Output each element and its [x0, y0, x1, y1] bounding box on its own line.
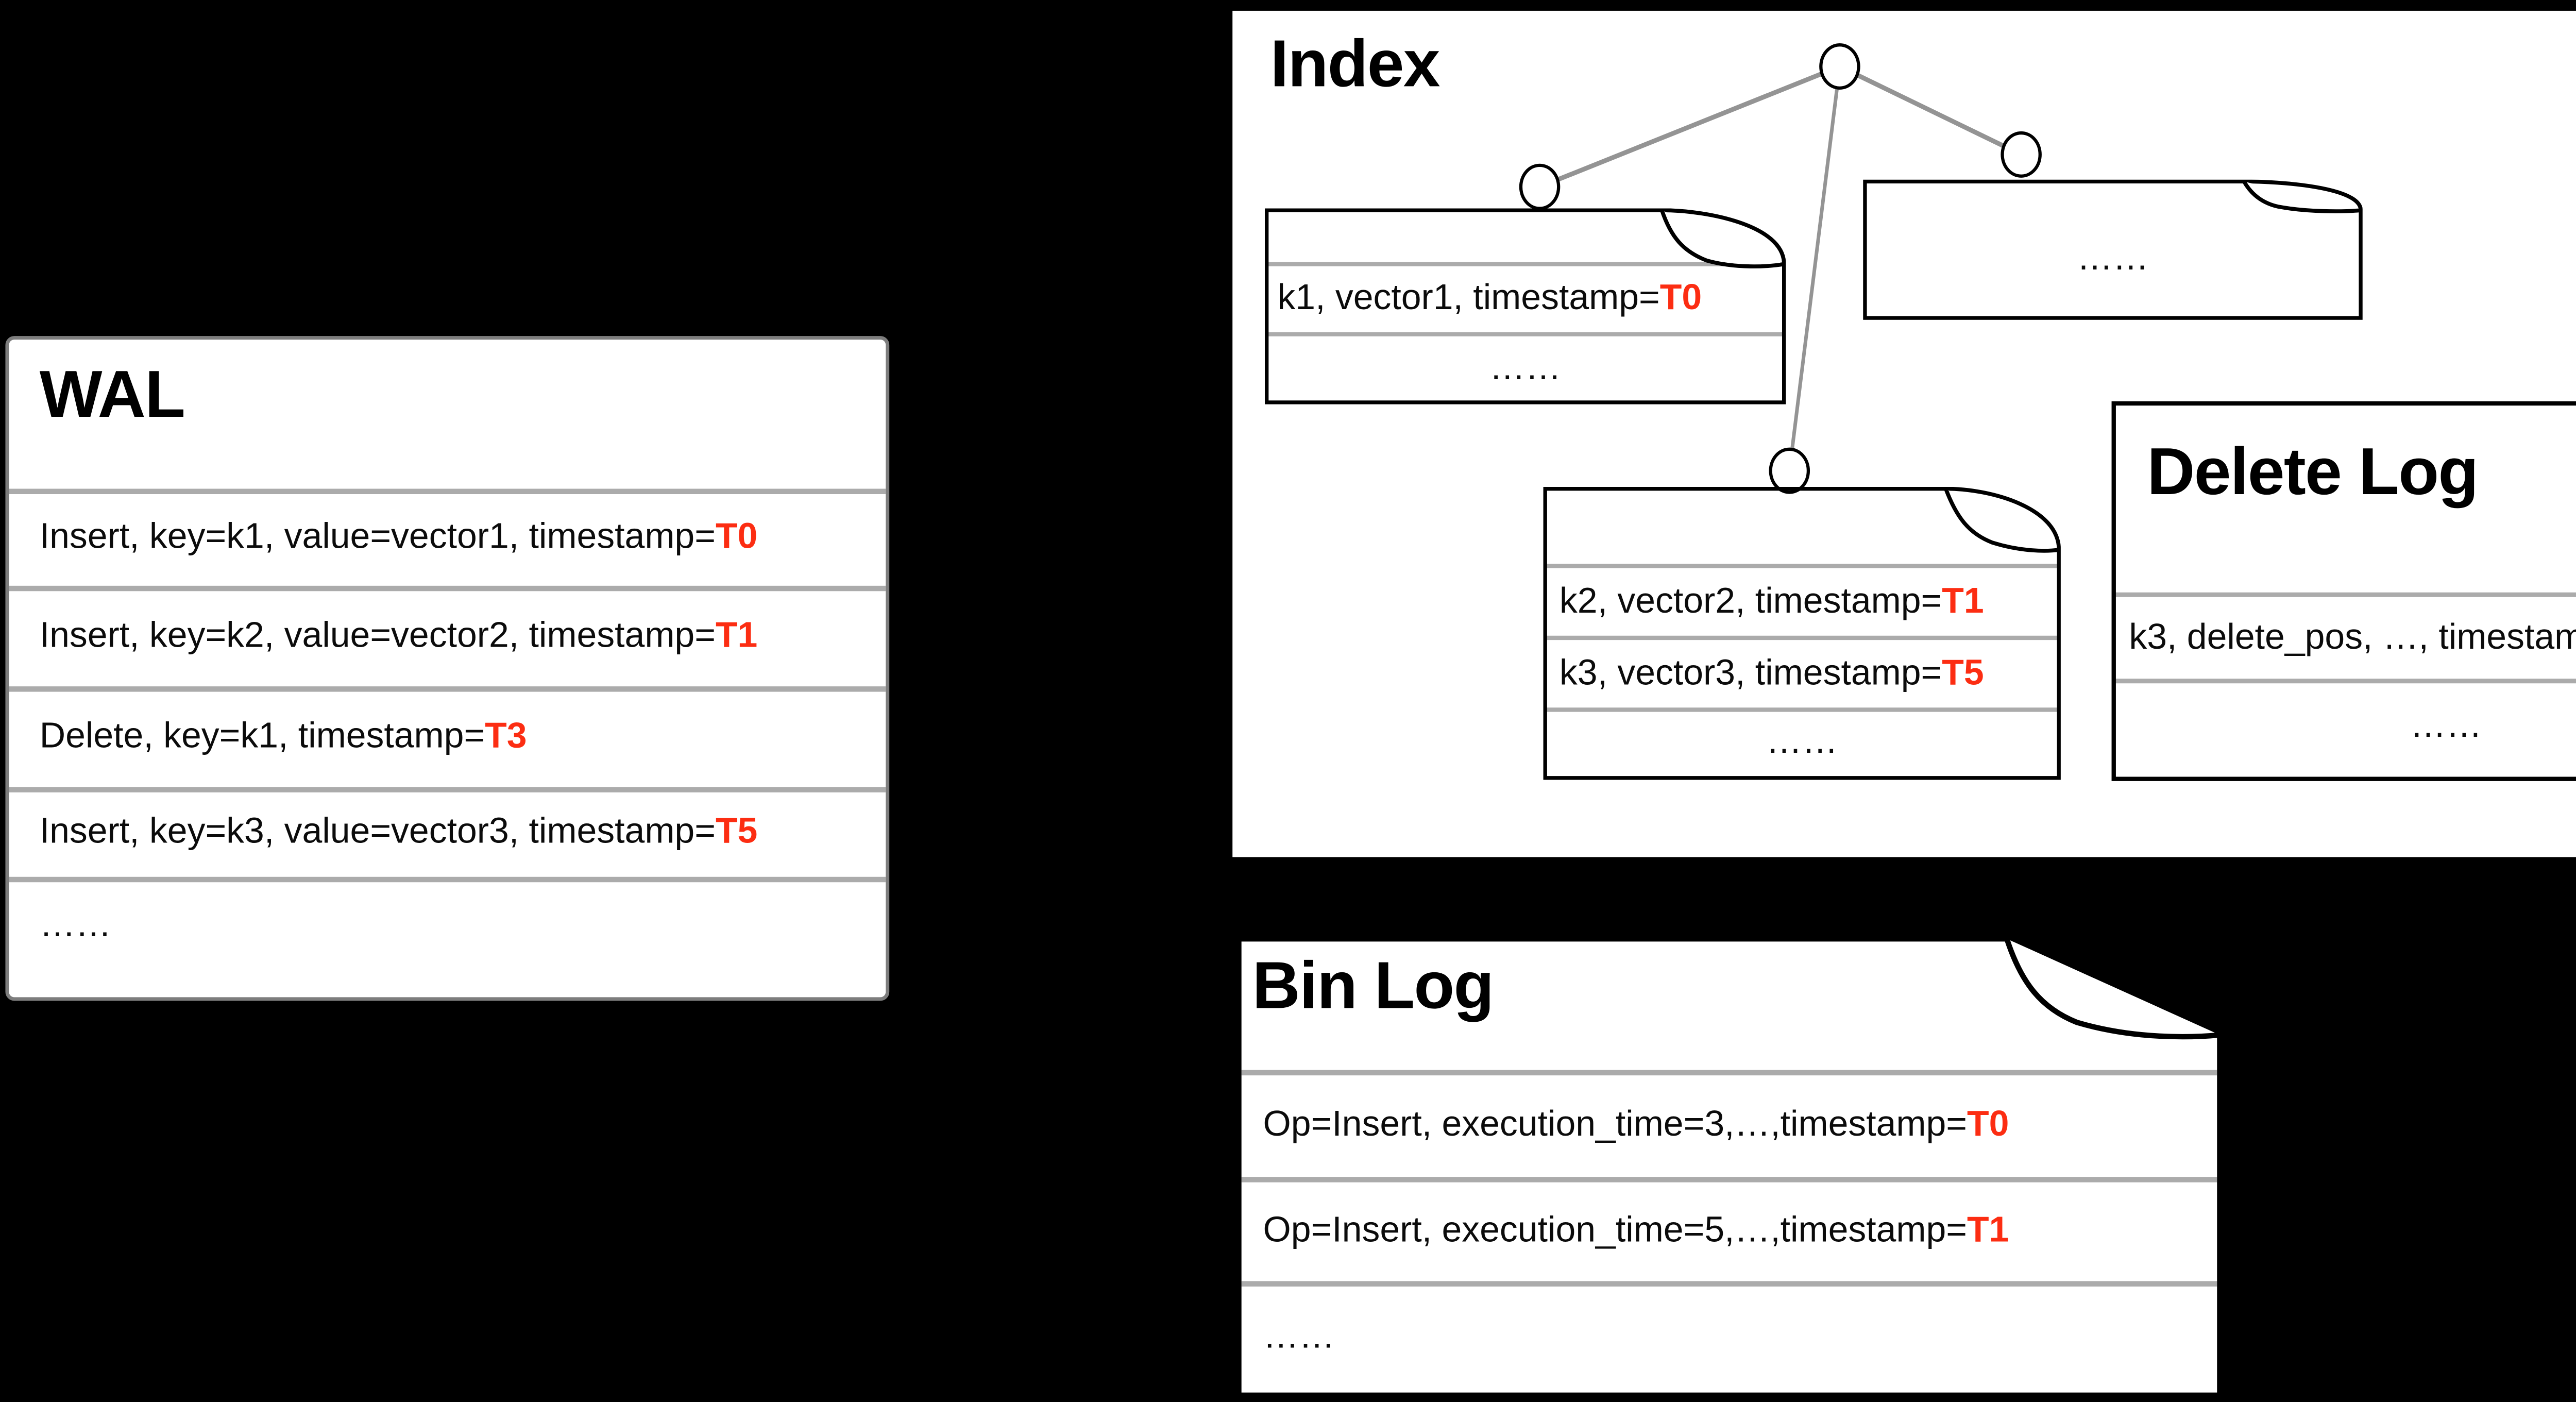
record-row: k2, vector2, timestamp=T1: [1560, 566, 2048, 637]
timestamp-value: T0: [1659, 278, 1702, 318]
tree-child-node: [1769, 447, 1810, 494]
record-text: Op=Insert, execution_time=5,…,timestamp=: [1263, 1210, 1968, 1250]
wal-row-text: Insert, key=k2, value=vector2, timestamp…: [39, 615, 716, 655]
record-row: k3, vector3, timestamp=T5: [1560, 638, 2048, 710]
ellipsis-row: ……: [1863, 205, 2362, 313]
ellipsis-text: ……: [1766, 722, 1838, 762]
record-row: k3, delete_pos, …, timestamp=T3: [2129, 595, 2576, 681]
wal-row: Insert, key=k1, value=vector1, timestamp…: [40, 489, 758, 586]
wal-row: Insert, key=k2, value=vector2, timestamp…: [40, 586, 758, 686]
index-panel: Index k1, vector1, timestamp=T0 ……: [1232, 10, 2576, 857]
wal-ellipsis-row: ……: [40, 877, 111, 974]
record-text: k3, delete_pos, …, timestamp=: [2129, 617, 2576, 657]
bin-log-doc: Bin Log Op=Insert, execution_time=3,…,ti…: [1236, 936, 2223, 1398]
tree-root-node: [1819, 43, 1860, 90]
ellipsis-row: ……: [1265, 334, 1786, 403]
timestamp-value: T1: [1942, 581, 1984, 621]
page-curl-icon: [1944, 488, 2059, 553]
wal-row-text: Insert, key=k3, value=vector3, timestamp…: [39, 811, 716, 851]
tree-child-node: [2001, 131, 2042, 178]
timestamp-value: T3: [485, 716, 527, 756]
segment-doc-k2-k3-shape: [1543, 487, 2061, 780]
ellipsis-text: ……: [39, 904, 112, 944]
timestamp-value: T0: [1967, 1105, 2009, 1145]
ellipsis-text: ……: [2077, 238, 2149, 278]
record-row: Op=Insert, execution_time=3,…,timestamp=…: [1263, 1073, 2197, 1179]
record-row: Op=Insert, execution_time=5,…,timestamp=…: [1263, 1179, 2197, 1283]
record-text: Op=Insert, execution_time=3,…,timestamp=: [1263, 1105, 1968, 1145]
timestamp-value: T1: [715, 615, 758, 655]
ellipsis-text: ……: [1489, 347, 1562, 387]
record-text: k3, vector3, timestamp=: [1559, 653, 1942, 693]
wal-separator: [9, 787, 886, 792]
ellipsis-text: ……: [1263, 1316, 1335, 1356]
wal-row: Insert, key=k3, value=vector3, timestamp…: [40, 787, 758, 876]
page-fill: [1240, 939, 2219, 1395]
wal-title: WAL: [39, 357, 185, 431]
bin-log-shape: [1236, 936, 2223, 1398]
wal-separator: [9, 876, 886, 882]
page-outline: [1543, 487, 2061, 780]
wal-row-text: Delete, key=k1, timestamp=: [39, 716, 485, 756]
ellipsis-row: ……: [2111, 681, 2576, 771]
tree-edge: [1787, 66, 1842, 471]
index-title: Index: [1270, 27, 1440, 101]
record-row: k1, vector1, timestamp=T0: [1277, 264, 1773, 334]
delete-log-doc: Delete Log k3, delete_pos, …, timestamp=…: [2111, 401, 2576, 782]
page-curl-icon: [2242, 180, 2361, 213]
delete-log-title: Delete Log: [2147, 434, 2479, 509]
timestamp-value: T5: [715, 811, 758, 851]
bin-log-title: Bin Log: [1252, 949, 1495, 1023]
page-outline: [1265, 208, 1786, 404]
page-outline: [1236, 936, 2223, 1398]
segment-doc-more-shape: [1863, 179, 2363, 320]
segment-doc-more: ……: [1863, 179, 2363, 320]
index-tree: [1519, 43, 2042, 494]
tree-edge: [1838, 64, 2023, 157]
record-text: k2, vector2, timestamp=: [1559, 581, 1942, 621]
tree-child-node: [1519, 163, 1561, 210]
segment-doc-k1: k1, vector1, timestamp=T0 ……: [1265, 208, 1786, 404]
page-outline: [1863, 179, 2363, 320]
record-text: k1, vector1, timestamp=: [1277, 278, 1660, 318]
page-curl-icon: [2004, 938, 2220, 1040]
ellipsis-row: ……: [1263, 1283, 2197, 1391]
timestamp-value: T1: [1967, 1210, 2009, 1250]
timestamp-value: T5: [1942, 653, 1984, 693]
wal-separator: [9, 488, 886, 494]
ellipsis-text: ……: [2410, 705, 2482, 745]
delete-log-shape: [2111, 401, 2576, 781]
wal-row-text: Insert, key=k1, value=vector1, timestamp…: [39, 516, 716, 556]
wal-separator: [9, 686, 886, 691]
segment-doc-k2-k3: k2, vector2, timestamp=T1 k3, vector3, t…: [1543, 487, 2061, 780]
wal-table: WAL Insert, key=k1, value=vector1, times…: [5, 336, 890, 1001]
page-curl-icon: [1660, 209, 1785, 268]
wal-separator: [9, 585, 886, 590]
tree-edge: [1538, 64, 1841, 189]
ellipsis-row: ……: [1544, 710, 2061, 776]
segment-doc-k1-shape: [1265, 208, 1786, 404]
wal-row: Delete, key=k1, timestamp=T3: [40, 686, 527, 787]
page-corner-cut: [2007, 939, 2220, 1035]
timestamp-value: T0: [715, 516, 758, 556]
